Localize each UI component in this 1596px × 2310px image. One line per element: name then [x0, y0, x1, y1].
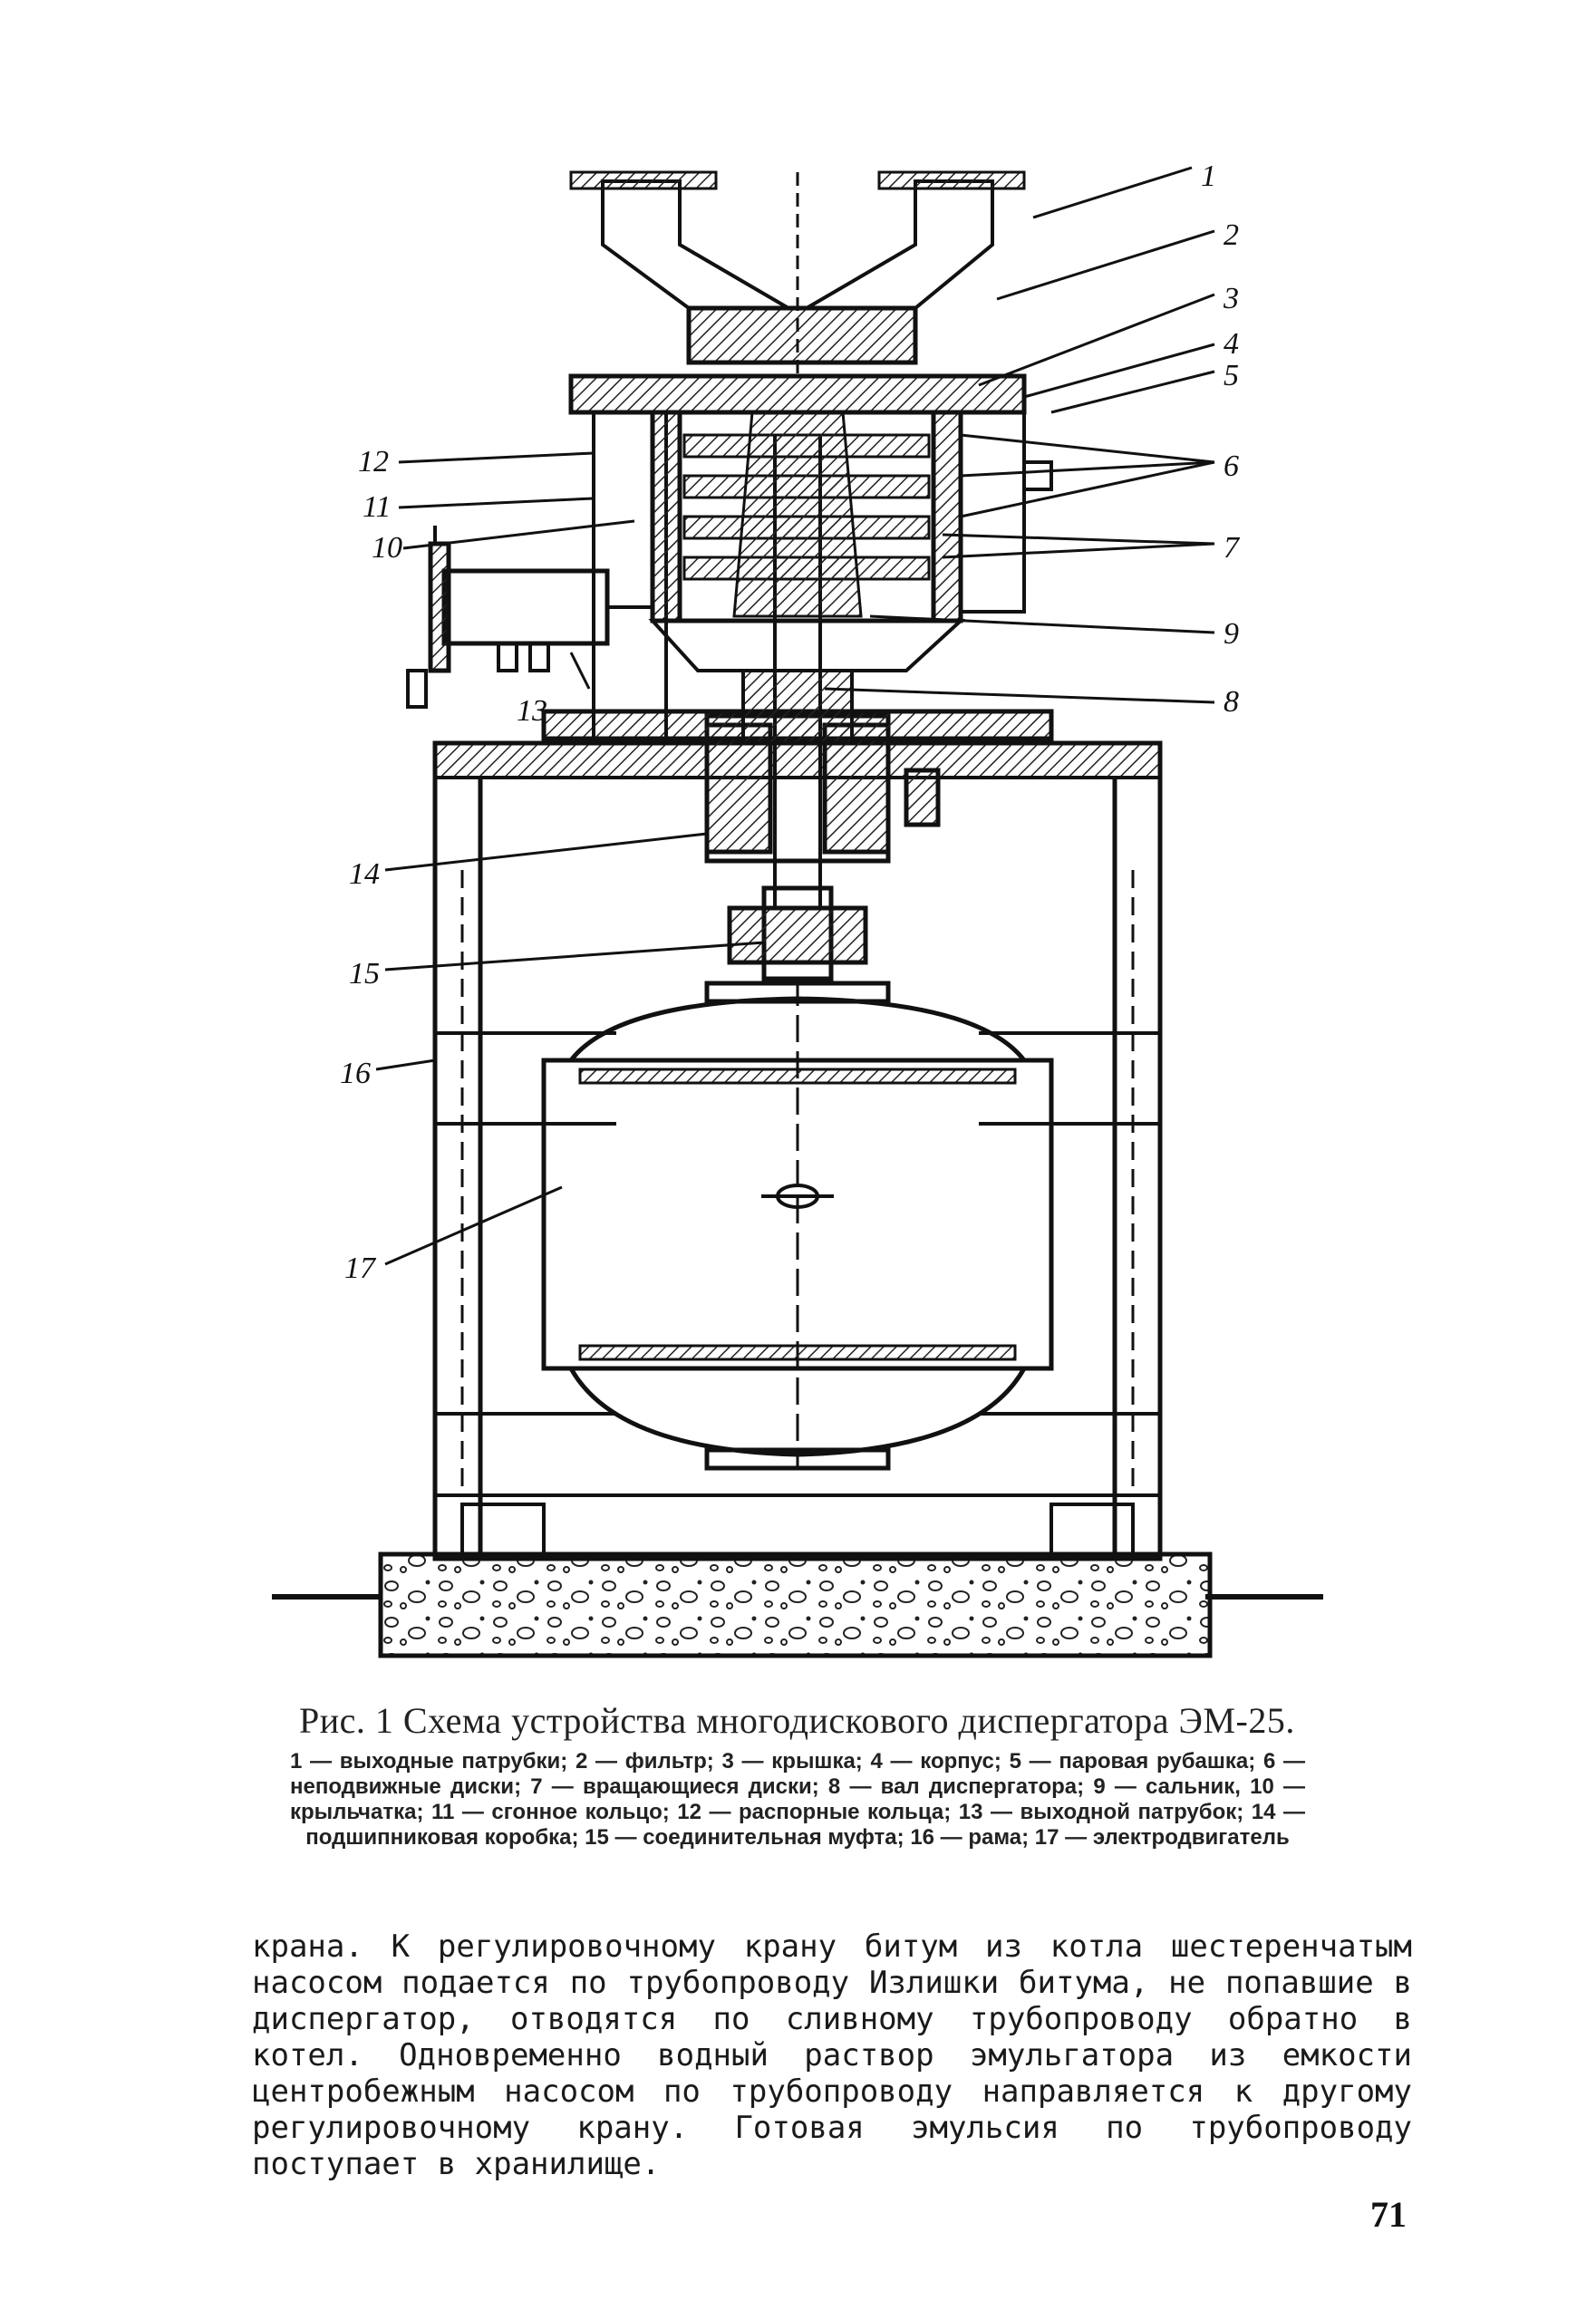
- callout-2: 2: [1224, 218, 1239, 252]
- leader-lines: [375, 166, 1215, 1266]
- callout-14: 14: [349, 857, 380, 891]
- body-paragraph: крана. К регулировочному крану битум из …: [252, 1928, 1412, 2182]
- callout-15: 15: [349, 957, 380, 991]
- callout-1: 1: [1201, 163, 1216, 193]
- disperser-body: [568, 373, 1053, 745]
- callout-9: 9: [1224, 617, 1239, 651]
- callout-4: 4: [1224, 327, 1239, 361]
- disperser-diagram: 1 2 3 4 5 6 7 8 9 10 11 12 13 14 15 16 1…: [272, 163, 1323, 1667]
- figure-caption-legend: 1 — выходные патрубки; 2 — фильтр; 3 — к…: [290, 1749, 1305, 1850]
- callout-7: 7: [1224, 531, 1241, 565]
- callout-numbers: 1 2 3 4 5 6 7 8 9 10 11 12 13 14 15 16 1…: [340, 163, 1241, 1285]
- callout-11: 11: [363, 490, 391, 524]
- callout-16: 16: [340, 1057, 371, 1090]
- callout-8: 8: [1224, 685, 1239, 719]
- frame: [432, 740, 1163, 1561]
- callout-6: 6: [1224, 449, 1239, 483]
- callout-5: 5: [1224, 359, 1239, 392]
- electric-motor: [541, 979, 1054, 1471]
- callout-3: 3: [1223, 282, 1239, 315]
- filter-and-hoppers: [569, 170, 1026, 381]
- figure-caption-title: Рис. 1 Схема устройства многодискового д…: [299, 1700, 1295, 1741]
- callout-10: 10: [372, 531, 402, 565]
- callout-13: 13: [517, 694, 547, 728]
- page-number: 71: [1370, 2194, 1407, 2235]
- disperser-drawing: 1 2 3 4 5 6 7 8 9 10 11 12 13 14 15 16 1…: [272, 163, 1323, 1658]
- outlet-pipe: [406, 526, 653, 709]
- foundation: [272, 1551, 1323, 1658]
- callout-17: 17: [344, 1252, 377, 1285]
- callout-12: 12: [358, 445, 389, 478]
